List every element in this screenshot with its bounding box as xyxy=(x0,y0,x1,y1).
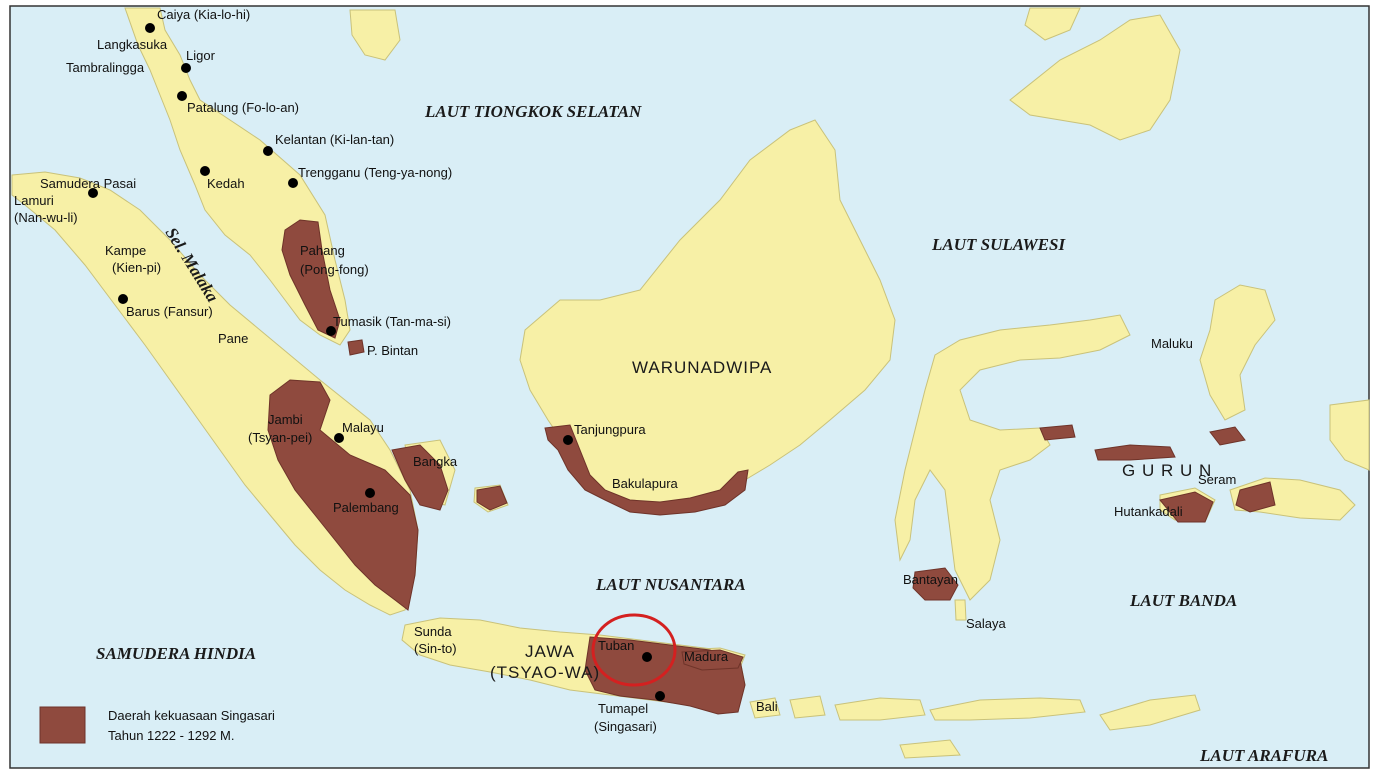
city-dot-malayu xyxy=(334,433,344,443)
label-salaya: Salaya xyxy=(966,616,1007,631)
sumbawa-island xyxy=(834,697,926,721)
label-bakulapura: Bakulapura xyxy=(612,476,679,491)
label-kelantan: Kelantan (Ki-lan-tan) xyxy=(275,132,394,147)
label-barus: Barus (Fansur) xyxy=(126,304,213,319)
label-laut-tiongkok-selatan: LAUT TIONGKOK SELATAN xyxy=(424,102,642,121)
power-gurun-west xyxy=(1094,444,1176,461)
label-tambralingga: Tambralingga xyxy=(66,60,145,75)
label-jawa: JAWA xyxy=(525,642,575,661)
power-jambi-palembang xyxy=(267,379,419,611)
power-hutankadali xyxy=(1159,491,1214,523)
label-sin-to: (Sin-to) xyxy=(414,641,457,656)
legend-swatch xyxy=(39,706,86,744)
city-dot-ligor xyxy=(181,63,191,73)
power-sulawesi-islets xyxy=(1039,424,1076,441)
label-p-bintan: P. Bintan xyxy=(367,343,418,358)
power-madura xyxy=(681,649,744,671)
city-dot-caiya xyxy=(145,23,155,33)
label-kedah: Kedah xyxy=(207,176,245,191)
label-ligor: Ligor xyxy=(186,48,216,63)
power-gurun-east xyxy=(1209,426,1246,446)
label-laut-arafura: LAUT ARAFURA xyxy=(1199,746,1328,765)
label-tsyao-wa: (TSYAO-WA) xyxy=(490,663,600,682)
label-pahang: Pahang xyxy=(300,243,345,258)
small-island-n xyxy=(349,9,401,61)
city-dot-palembang xyxy=(365,488,375,498)
label-malayu: Malayu xyxy=(342,420,384,435)
label-warunadwipa: WARUNADWIPA xyxy=(632,358,772,377)
label-samudera-hindia: SAMUDERA HINDIA xyxy=(96,644,256,663)
power-bintan xyxy=(347,339,365,356)
label-bali: Bali xyxy=(756,699,778,714)
label-jambi: Jambi xyxy=(268,412,303,427)
label-hutankadali: Hutankadali xyxy=(1114,504,1183,519)
label-bantayan: Bantayan xyxy=(903,572,958,587)
label-pong-fong: (Pong-fong) xyxy=(300,262,369,277)
label-nan-wu-li: (Nan-wu-li) xyxy=(14,210,78,225)
city-dot-patalung xyxy=(177,91,187,101)
city-dot-kedah xyxy=(200,166,210,176)
power-bantayan xyxy=(912,567,959,601)
label-tumapel: Tumapel xyxy=(598,701,648,716)
power-seram xyxy=(1235,481,1276,513)
city-dot-tuban xyxy=(642,652,652,662)
salaya-island xyxy=(954,599,967,621)
label-trengganu: Trengganu (Teng-ya-nong) xyxy=(298,165,452,180)
label-tumasik: Tumasik (Tan-ma-si) xyxy=(333,314,451,329)
label-pane: Pane xyxy=(218,331,248,346)
city-dot-tumapel xyxy=(655,691,665,701)
label-madura: Madura xyxy=(684,649,729,664)
label-caiya: Caiya (Kia-lo-hi) xyxy=(157,7,250,22)
power-belitung xyxy=(476,485,508,511)
flores-island xyxy=(929,697,1086,721)
label-seram: Seram xyxy=(1198,472,1236,487)
lombok-island xyxy=(789,695,826,719)
label-lamuri: Lamuri xyxy=(14,193,54,208)
papua-edge xyxy=(1329,399,1370,471)
legend-line-1: Daerah kekuasaan Singasari xyxy=(108,708,275,723)
label-tsyan-pei: (Tsyan-pei) xyxy=(248,430,312,445)
label-laut-nusantara: LAUT NUSANTARA xyxy=(595,575,746,594)
label-samudera-pasai: Samudera Pasai xyxy=(40,176,136,191)
city-dot-barus xyxy=(118,294,128,304)
label-patalung: Patalung (Fo-lo-an) xyxy=(187,100,299,115)
city-dot-kelantan xyxy=(263,146,273,156)
power-borneo-coast xyxy=(544,424,749,516)
label-tuban: Tuban xyxy=(598,638,634,653)
city-dot-trengganu xyxy=(288,178,298,188)
label-kien-pi: (Kien-pi) xyxy=(112,260,161,275)
tuban-highlight-circle xyxy=(591,613,677,687)
label-bangka: Bangka xyxy=(413,454,458,469)
label-gurun: G U R U N xyxy=(1122,461,1212,480)
label-sunda: Sunda xyxy=(414,624,452,639)
sumba-island xyxy=(899,739,961,759)
power-pahang xyxy=(281,219,341,339)
label-tanjungpura: Tanjungpura xyxy=(574,422,646,437)
label-maluku: Maluku xyxy=(1151,336,1193,351)
timor-island xyxy=(1099,694,1201,731)
label-palembang: Palembang xyxy=(333,500,399,515)
halmahera-island xyxy=(1199,284,1276,421)
bali-island xyxy=(749,697,781,719)
label-kampe: Kampe xyxy=(105,243,146,258)
northern-island xyxy=(1024,7,1081,41)
sulawesi-island xyxy=(894,314,1131,601)
city-dot-samudera-pasai xyxy=(88,188,98,198)
label-singasari: (Singasari) xyxy=(594,719,657,734)
city-dot-tanjungpura xyxy=(563,435,573,445)
label-langkasuka: Langkasuka xyxy=(97,37,168,52)
label-laut-sulawesi: LAUT SULAWESI xyxy=(931,235,1066,254)
city-dot-tumasik xyxy=(326,326,336,336)
power-bangka xyxy=(391,444,449,511)
label-laut-banda: LAUT BANDA xyxy=(1129,591,1237,610)
mindanao-island xyxy=(1009,14,1181,141)
legend-line-2: Tahun 1222 - 1292 M. xyxy=(108,728,234,743)
